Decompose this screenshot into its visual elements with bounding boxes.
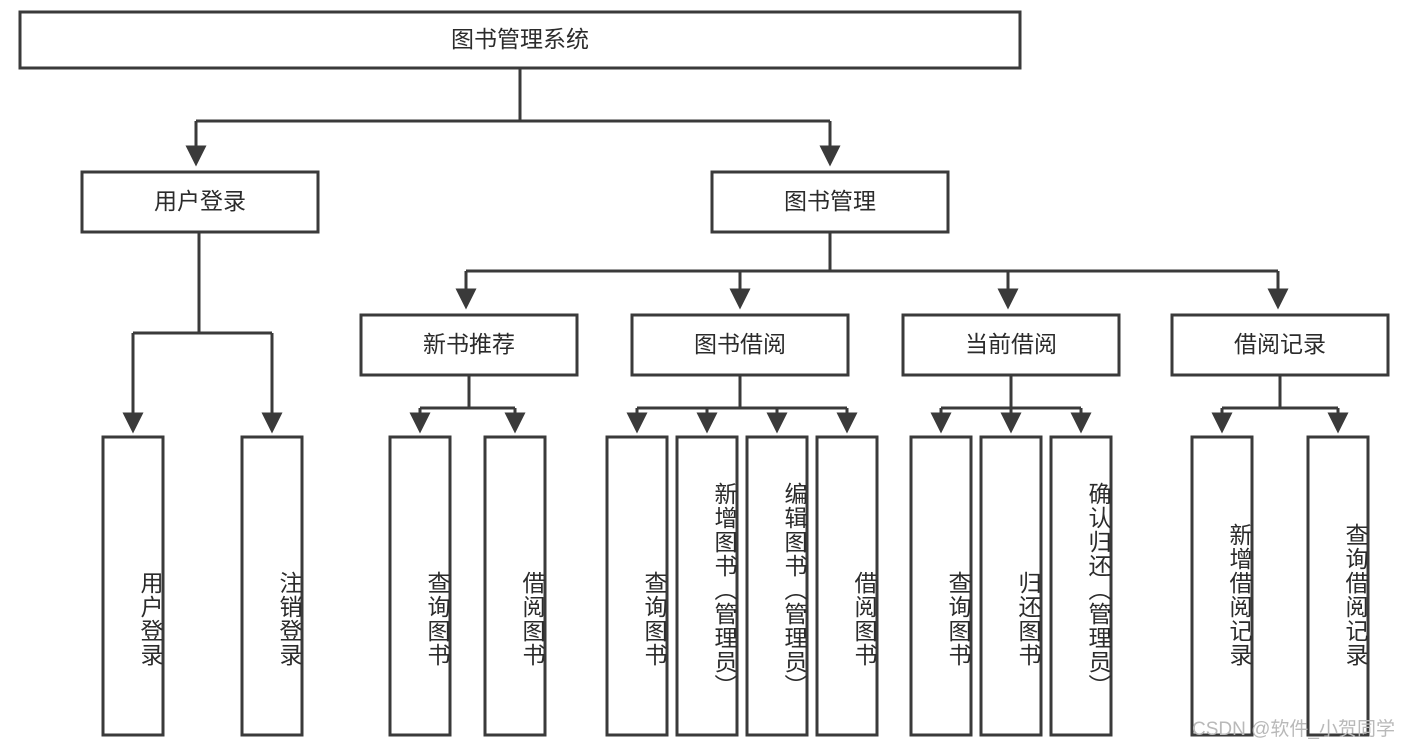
leaf-box-user-login[interactable] [101,435,165,737]
edge-newbook-to-leaves [409,375,526,434]
edge-bookborrow-to-leaves [626,375,858,434]
edge-root-to-level2 [185,68,841,167]
node-current-borrow-label: 当前借阅 [965,331,1057,357]
edge-currentborrow-to-leaves [930,375,1092,434]
leaf-box-query-book-current[interactable] [909,435,973,737]
node-user-login-box[interactable] [80,170,320,234]
node-borrow-record-box[interactable] [1170,313,1390,377]
node-book-management-box[interactable] [710,170,950,234]
node-root-box[interactable] [18,10,1022,70]
leaf-box-logout[interactable] [240,435,304,737]
leaf-box-confirm-return-admin[interactable] [1049,435,1113,737]
edge-borrowrecord-to-leaves [1211,375,1349,434]
leaf-box-borrow-book[interactable] [815,435,879,737]
node-borrow-record-label: 借阅记录 [1234,331,1326,357]
node-root-label: 图书管理系统 [451,26,589,52]
node-current-borrow-box[interactable] [901,313,1121,377]
leaf-box-add-borrow-record[interactable] [1190,435,1254,737]
node-user-login-label: 用户登录 [154,188,246,214]
leaf-box-return-book[interactable] [979,435,1043,737]
leaf-box-edit-book-admin[interactable] [745,435,809,737]
leaf-box-query-book-newbook[interactable] [388,435,452,737]
node-new-book-recommend-label: 新书推荐 [423,331,515,357]
node-new-book-recommend-box[interactable] [359,313,579,377]
watermark-label: CSDN @软件_小贺同学 [1192,719,1395,740]
edge-userlogin-to-leaves [122,232,283,434]
node-book-borrow-label: 图书借阅 [694,331,786,357]
leaf-box-query-borrow-record[interactable] [1306,435,1370,737]
edge-bookmgmt-to-level3 [455,232,1289,310]
leaf-box-add-book-admin[interactable] [675,435,739,737]
leaf-box-borrow-book-newbook[interactable] [483,435,547,737]
leaf-box-query-book-borrow[interactable] [605,435,669,737]
node-book-borrow-box[interactable] [630,313,850,377]
node-book-management-label: 图书管理 [784,188,876,214]
